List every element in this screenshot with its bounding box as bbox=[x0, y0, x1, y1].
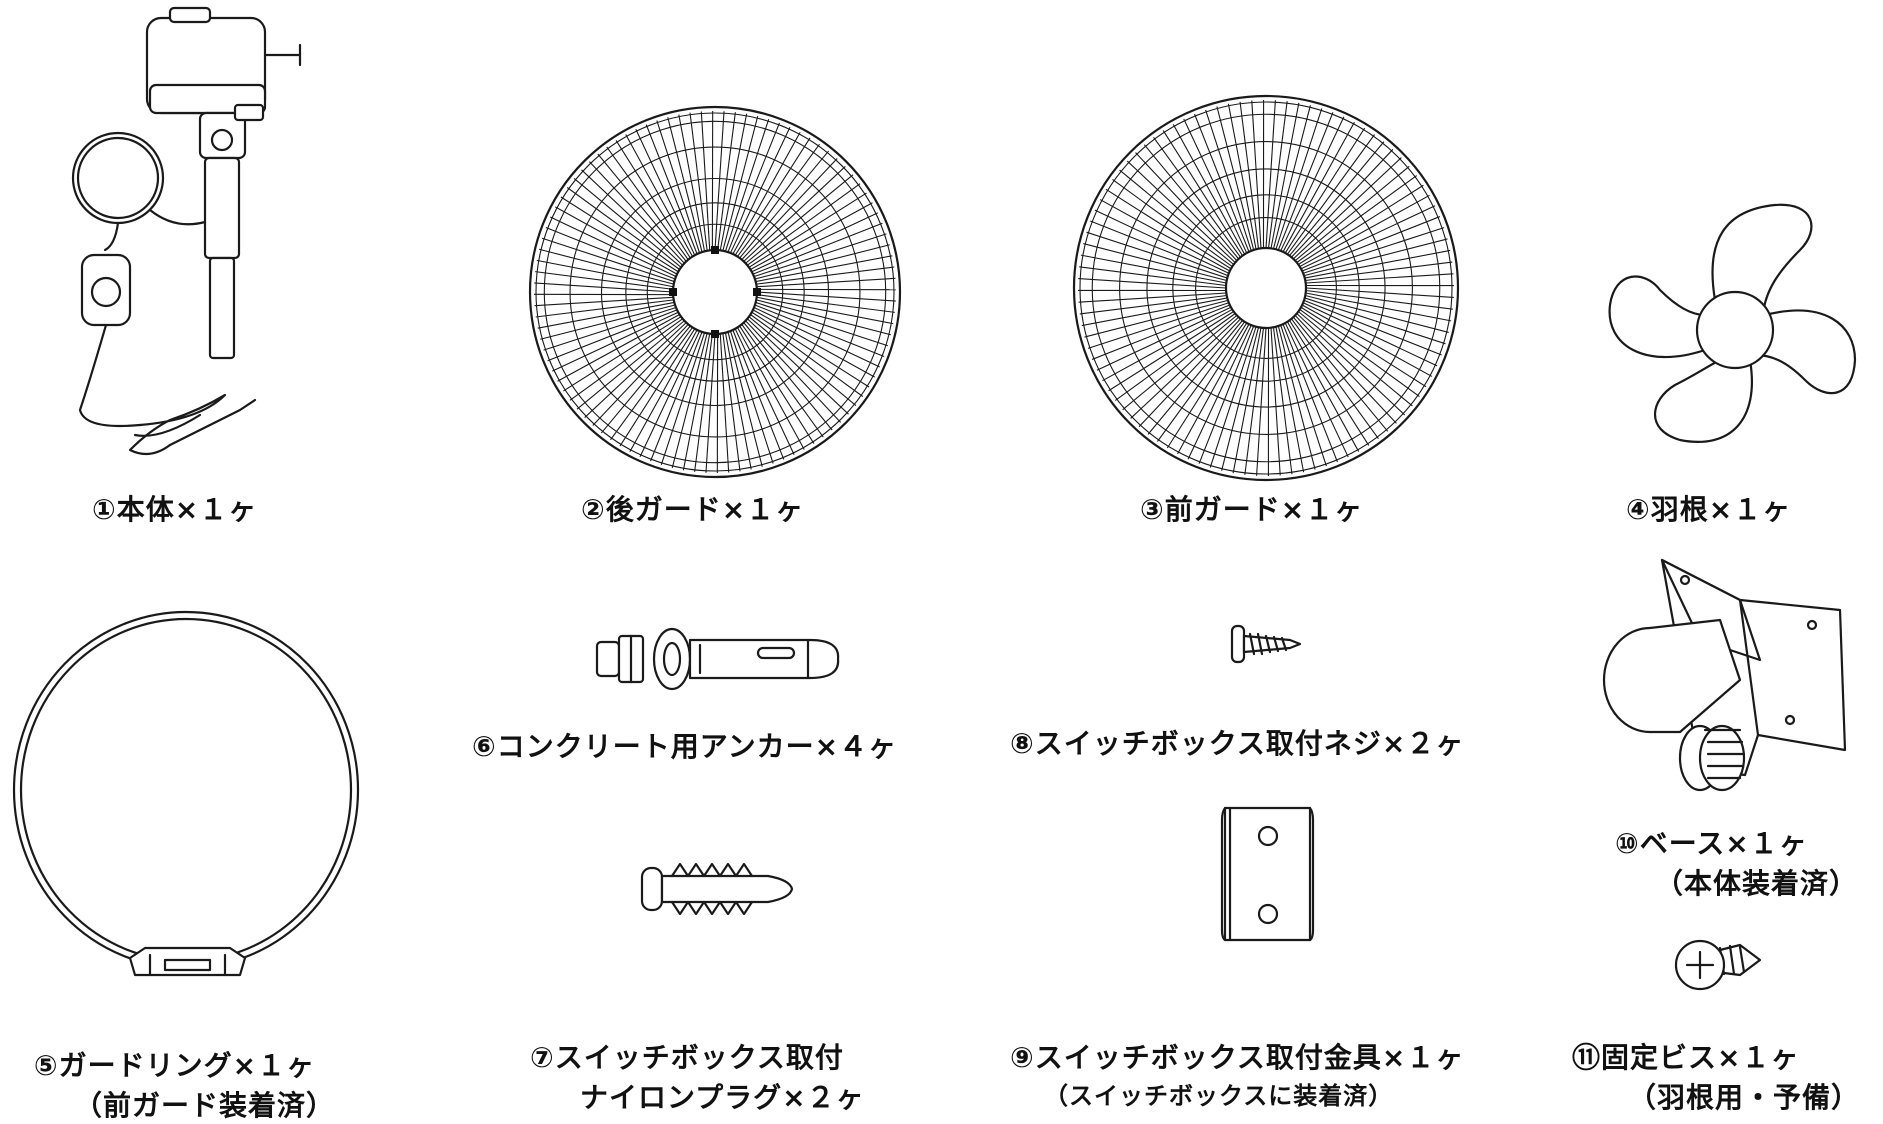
part-7-main: ⑦スイッチボックス取付 bbox=[530, 1041, 844, 1074]
part-1-label: ①本体×１ヶ bbox=[92, 488, 257, 528]
part-11-main: ⑪固定ビス×１ヶ bbox=[1572, 1041, 1799, 1074]
part-2-label: ②後ガード×１ヶ bbox=[581, 488, 804, 528]
part-5-main: ⑤ガードリング×１ヶ bbox=[34, 1049, 315, 1082]
part-5-sub: （前ガード装着済） bbox=[14, 1084, 335, 1124]
part-4-label: ④羽根×１ヶ bbox=[1626, 488, 1791, 528]
part-9-sub: （スイッチボックスに装着済） bbox=[1010, 1076, 1464, 1111]
part-5-label: ⑤ガードリング×１ヶ （前ガード装着済） bbox=[14, 1044, 335, 1124]
part-11-label: ⑪固定ビス×１ヶ （羽根用・予備） bbox=[1572, 1036, 1860, 1116]
part-11-sub: （羽根用・予備） bbox=[1572, 1076, 1860, 1116]
part-10-main: ⑩ベース×１ヶ bbox=[1615, 827, 1808, 860]
part-7-sub: ナイロンプラグ×２ヶ bbox=[530, 1076, 865, 1116]
part-9-label: ⑨スイッチボックス取付金具×１ヶ （スイッチボックスに装着済） bbox=[1010, 1036, 1464, 1111]
part-10-label: ⑩ベース×１ヶ （本体装着済） bbox=[1615, 822, 1858, 902]
part-9-main: ⑨スイッチボックス取付金具×１ヶ bbox=[1010, 1041, 1464, 1074]
part-3-label: ③前ガード×１ヶ bbox=[1140, 488, 1363, 528]
part-10-sub: （本体装着済） bbox=[1615, 862, 1858, 902]
part-7-label: ⑦スイッチボックス取付 ナイロンプラグ×２ヶ bbox=[530, 1036, 865, 1116]
part-8-label: ⑧スイッチボックス取付ネジ×２ヶ bbox=[1010, 722, 1464, 762]
fixing-screw-icon bbox=[0, 0, 1, 1]
part-6-label: ⑥コンクリート用アンカー×４ヶ bbox=[472, 725, 897, 765]
